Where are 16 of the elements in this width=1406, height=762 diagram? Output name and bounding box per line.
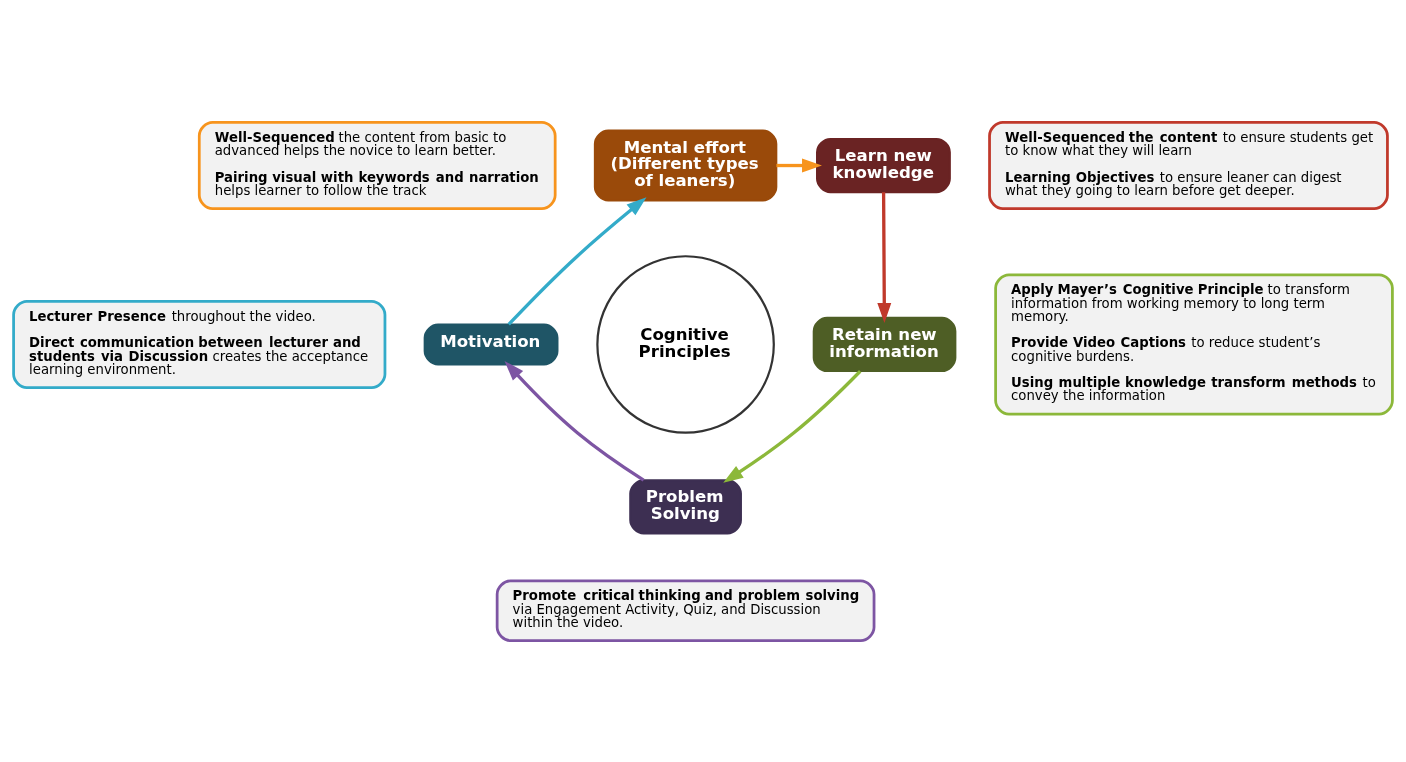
node-box: Lecturer Presence throughout the video. Direct communication between lecturer and students via Discussion creates the acceptance learning environment.	[12, 299, 387, 389]
arrow	[723, 369, 862, 483]
node-box: Well-Sequenced the content to ensure students get to know what they will learn Learning Objectives to ensure leaner can digest what they going to learn before get deeper.	[988, 120, 1389, 210]
node-box: Mental effort (Different types of leaners)	[593, 129, 778, 201]
arrow	[504, 360, 645, 482]
node-box: Learn new knowledge	[816, 137, 951, 193]
node-box: Retain new information	[812, 316, 957, 372]
node-circle: Cognitive Principles	[596, 254, 775, 434]
node-box: Promote critical thinking and problem solving via Engagement Activity, Quiz, and Discussion within the video.	[495, 579, 876, 642]
node-box: Motivation	[423, 322, 559, 365]
node-box: Problem Solving	[629, 478, 742, 534]
arrow	[776, 158, 822, 172]
node-box: Apply Mayer’s Cognitive Principle to transform information from working memory to long term memory. Provide Video Captions to reduce student’s cognitive burdens. Using multiple knowledge transform methods to convey the information	[994, 272, 1394, 415]
arrow	[877, 191, 892, 323]
node-box: Well-Sequenced the content from basic to advanced helps the novice to learn better. Pairing visual with keywords and narration helps learner to follow the track	[197, 120, 557, 210]
arrow	[507, 196, 647, 326]
